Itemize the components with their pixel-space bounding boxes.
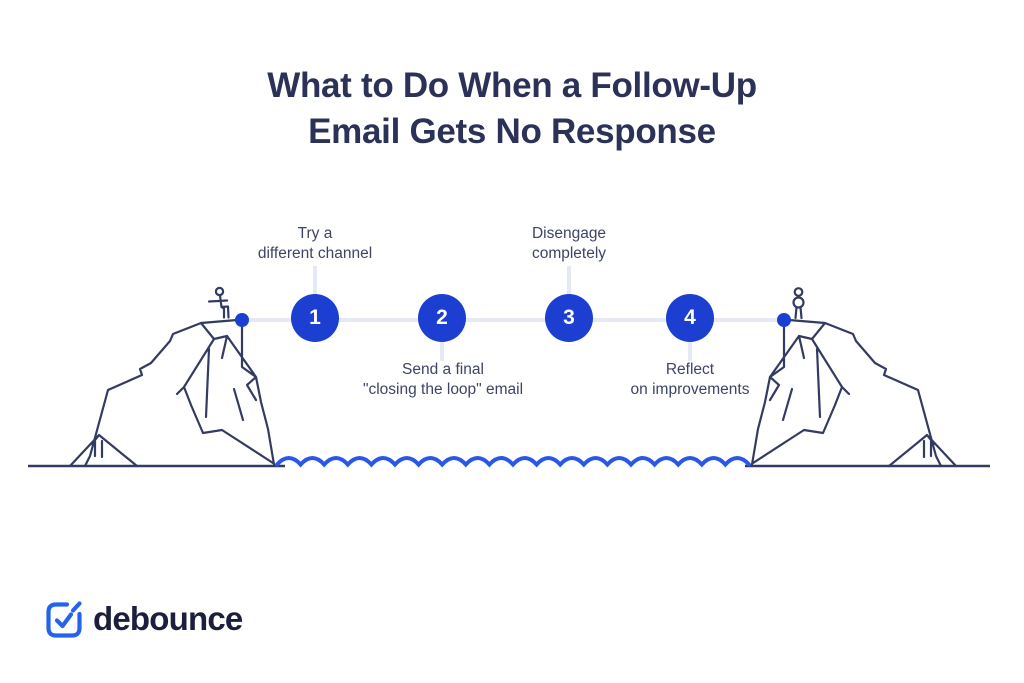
step-label-1: Try a different channel bbox=[257, 225, 373, 263]
left-cliff-illustration bbox=[68, 318, 276, 468]
sitting-figure-icon bbox=[207, 286, 230, 319]
step-circle-2: 2 bbox=[418, 294, 466, 342]
debounce-check-icon bbox=[46, 601, 82, 638]
step-label-4: Reflect on improvements bbox=[630, 361, 750, 399]
timeline-ticks bbox=[313, 266, 692, 361]
step-label-3: Disengage completely bbox=[531, 225, 607, 263]
page-title: What to Do When a Follow-Up Email Gets N… bbox=[267, 66, 757, 151]
brand-logo: debounce bbox=[44, 599, 243, 640]
step-label-2: Send a final "closing the loop" email bbox=[362, 361, 524, 399]
step-number: 3 bbox=[563, 306, 575, 329]
right-cliff-illustration bbox=[750, 318, 958, 468]
step-circle-4: 4 bbox=[666, 294, 714, 342]
brand-wordmark: debounce bbox=[93, 599, 243, 637]
step-number: 4 bbox=[684, 306, 696, 329]
step-number: 1 bbox=[309, 306, 321, 329]
step-number: 2 bbox=[436, 306, 448, 329]
timeline-end-dot-icon bbox=[777, 313, 791, 327]
water-wave bbox=[275, 456, 751, 468]
step-circle-1: 1 bbox=[291, 294, 339, 342]
step-circle-3: 3 bbox=[545, 294, 593, 342]
standing-figure-icon bbox=[792, 287, 805, 320]
timeline-start-dot-icon bbox=[235, 313, 249, 327]
